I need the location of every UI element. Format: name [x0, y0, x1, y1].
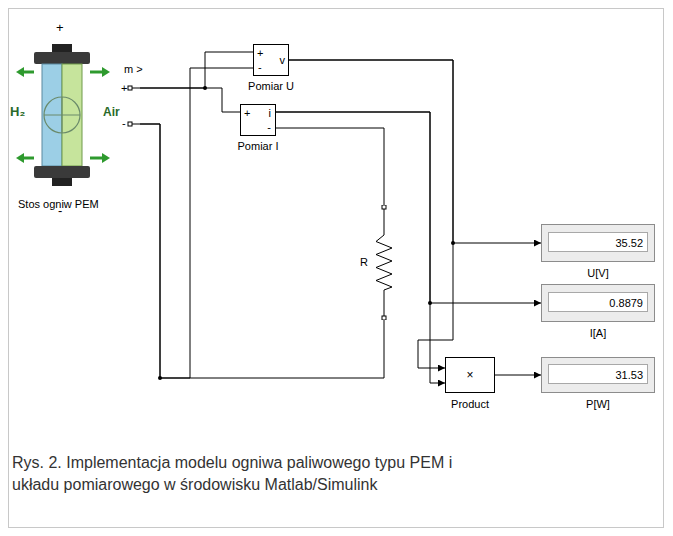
resistor-symbol [372, 205, 396, 320]
electric-wire [276, 128, 384, 205]
fuel-cell-icon [14, 28, 140, 214]
terminal-sign: + [121, 82, 127, 94]
block-name: P[W] [586, 398, 610, 410]
terminal-sign: + [56, 22, 64, 34]
junction-dots [158, 86, 455, 380]
display-block: 31.53P[W] [541, 357, 655, 393]
display-block: 0.8879I[A] [541, 284, 655, 322]
gas-label: H₂ [10, 106, 25, 118]
block-name: U[V] [587, 267, 608, 279]
figure-frame [8, 8, 664, 528]
block-text: - [258, 61, 262, 73]
block-name: Pomiar I [238, 140, 279, 152]
block-text: + [244, 107, 250, 119]
current-sensor-block: +i-Pomiar I [240, 104, 276, 136]
block-text: + [257, 47, 263, 59]
product-block: ×Product [445, 357, 495, 393]
electric-wire [140, 124, 384, 378]
display-value: 31.53 [548, 364, 648, 384]
port-label: m > [124, 63, 143, 75]
resistor: R [372, 205, 396, 320]
display-block: 35.52U[V] [541, 224, 655, 262]
electric-wire [140, 68, 253, 378]
display-value: 35.52 [548, 232, 648, 252]
terminal-sign: - [58, 205, 62, 217]
signal-line [276, 112, 541, 303]
signal-line [289, 60, 541, 243]
block-name: I[A] [590, 327, 607, 339]
voltage-sensor-block: +-vPomiar U [253, 44, 289, 76]
block-name: Product [451, 398, 489, 410]
fuel-cell-stack: Stos ogniw PEM [14, 28, 140, 214]
block-name: Pomiar U [248, 80, 294, 92]
block-text: R [360, 256, 368, 268]
block-text: v [280, 54, 286, 66]
block-text: × [466, 369, 473, 381]
terminal-sign: - [122, 117, 126, 129]
block-text: i [269, 107, 271, 119]
signal-line [276, 112, 445, 383]
display-value: 0.8879 [548, 292, 648, 312]
signal-line [495, 375, 541, 376]
signal-line [289, 60, 453, 368]
figure-caption: Rys. 2. Implementacja modelu ogniwa pali… [12, 452, 492, 496]
gas-label: Air [103, 106, 120, 118]
electric-wire [140, 52, 253, 88]
block-text: - [267, 121, 271, 133]
